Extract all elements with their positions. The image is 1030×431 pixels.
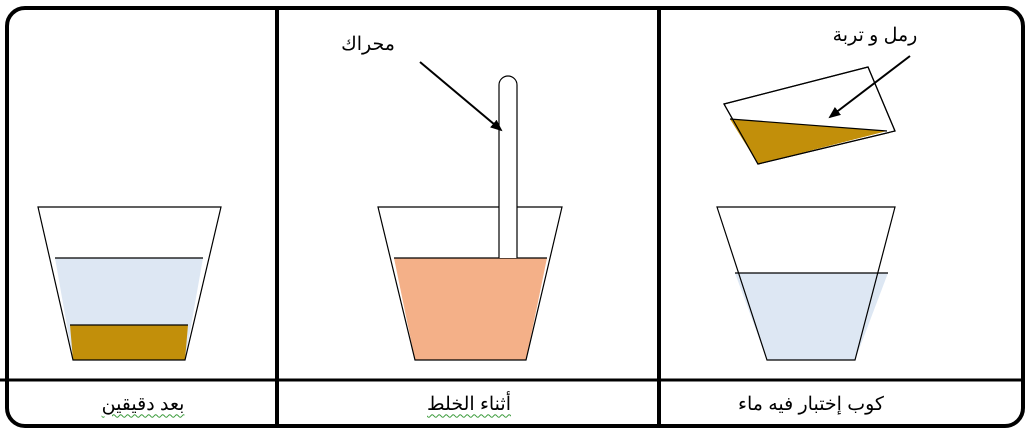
stirrer-arrow [419,61,503,132]
sand-soil-label: رمل و تربة [832,25,918,46]
still-water [735,273,888,360]
panel-while-mixing [377,61,563,361]
panel-after-minutes [37,206,222,361]
stirrer-label: محراك [341,34,395,55]
caption-while-mixing: أثناء الخلط [279,382,659,426]
caption-test-cup: كوب إختبار فيه ماء [661,382,961,426]
caption-test-cup-text: كوب إختبار فيه ماء [738,393,884,415]
caption-while-mixing-text: أثناء الخلط [427,393,511,415]
outer-frame [5,6,1025,428]
panel-test-cup [716,55,911,361]
caption-after-minutes: بعد دقيقين [9,382,277,426]
cloudy-mixture [394,258,547,360]
sand-surface-line [729,118,888,132]
tilted-container-outline [723,66,896,165]
cup-outline [37,206,222,361]
settled-sediment [70,325,188,360]
sand-and-soil [730,119,887,164]
caption-after-minutes-text: بعد دقيقين [101,393,185,415]
stirring-rod [498,75,518,258]
sand-arrow [828,55,911,119]
cup-outline [716,206,896,361]
